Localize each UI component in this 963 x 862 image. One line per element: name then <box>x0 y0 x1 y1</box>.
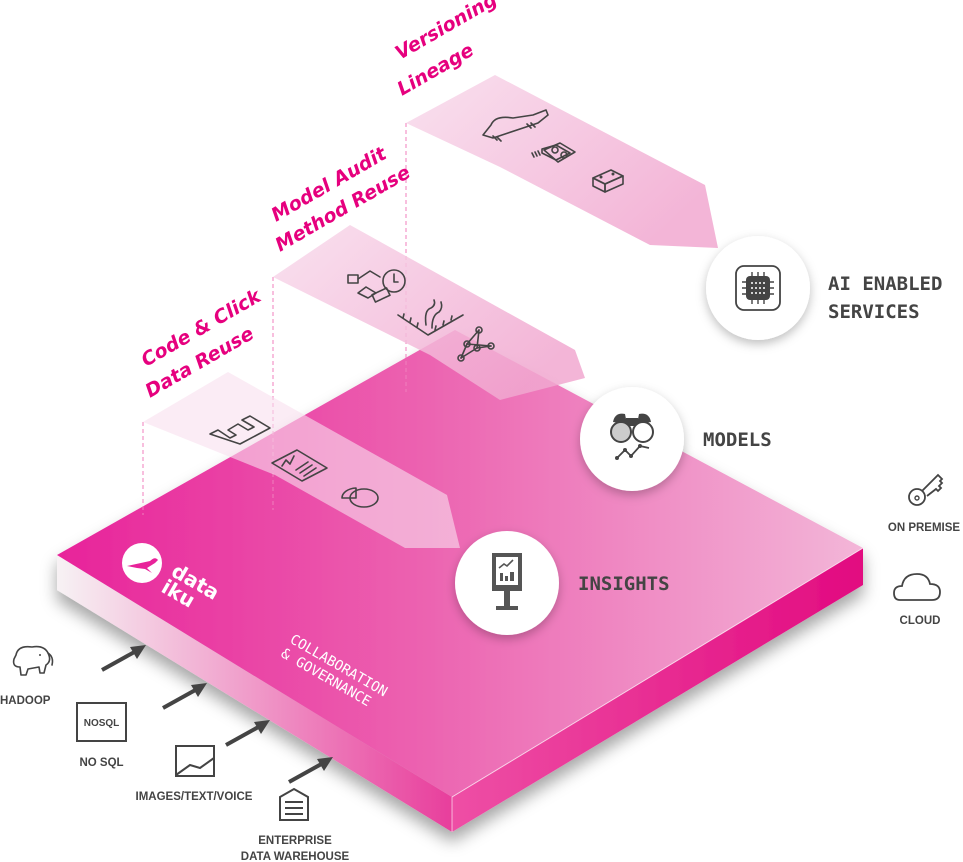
robot-icon <box>592 169 624 193</box>
arrow-icon <box>225 720 270 747</box>
deployment-on-premise: ON PREMISE <box>888 473 961 534</box>
slab-left-face <box>57 555 452 832</box>
arrow-icon <box>101 645 146 672</box>
source-warehouse: ENTERPRISE DATA WAREHOUSE <box>241 787 350 862</box>
nosql-label: NO SQL <box>79 757 123 769</box>
ai-label-line-1: AI ENABLED <box>828 273 942 295</box>
layer-service-band <box>406 75 718 248</box>
report-document-icon <box>271 449 328 482</box>
chip-icon <box>735 265 781 311</box>
source-hadoop: HADOOP <box>0 645 54 707</box>
models-circle <box>580 387 684 491</box>
output-ai-services[interactable]: AI ENABLED SERVICES <box>706 236 942 340</box>
network-graph-icon <box>457 326 495 362</box>
slab-edge-highlight <box>451 547 864 798</box>
nosql-box-text: NOSQL <box>84 718 120 729</box>
layer-model-band <box>273 225 585 400</box>
models-label: MODELS <box>703 429 772 451</box>
image-frame-icon <box>175 745 215 777</box>
bar-chart-icon <box>209 415 271 445</box>
ai-label-line-2: SERVICES <box>828 301 920 323</box>
output-models[interactable]: MODELS <box>580 387 772 491</box>
layer-data-band <box>143 372 460 548</box>
nosql-box-icon <box>76 702 127 742</box>
input-arrows <box>101 645 333 784</box>
output-insights[interactable]: INSIGHTS <box>455 531 670 635</box>
hadoop-label: HADOOP <box>0 695 51 707</box>
arrow-icon <box>162 683 207 710</box>
key-icon <box>908 473 944 506</box>
insights-label: INSIGHTS <box>578 573 670 595</box>
binoculars-icon <box>610 413 654 460</box>
images-label: IMAGES/TEXT/VOICE <box>136 791 253 803</box>
cloud-icon <box>893 573 941 601</box>
arrow-icon <box>288 757 333 784</box>
warehouse-label-line-1: ENTERPRISE <box>258 835 332 847</box>
warehouse-icon <box>279 787 309 821</box>
deployment-cloud: CLOUD <box>893 573 941 627</box>
bird-icon <box>127 558 158 573</box>
on-premise-label: ON PREMISE <box>888 522 961 534</box>
speaker-icon <box>531 142 576 163</box>
kiosk-chart-icon <box>492 553 522 610</box>
pie-chart-icon <box>341 487 379 508</box>
warehouse-label-line-2: DATA WAREHOUSE <box>241 851 350 862</box>
elephant-icon <box>12 645 54 676</box>
slab-right-face <box>452 548 863 832</box>
cloud-label: CLOUD <box>900 615 941 627</box>
drone-icon <box>482 109 549 142</box>
source-nosql: NOSQL NO SQL <box>76 702 127 769</box>
distribution-chart-icon <box>397 299 464 336</box>
source-images: IMAGES/TEXT/VOICE <box>136 745 253 803</box>
workflow-clock-icon <box>347 269 406 303</box>
